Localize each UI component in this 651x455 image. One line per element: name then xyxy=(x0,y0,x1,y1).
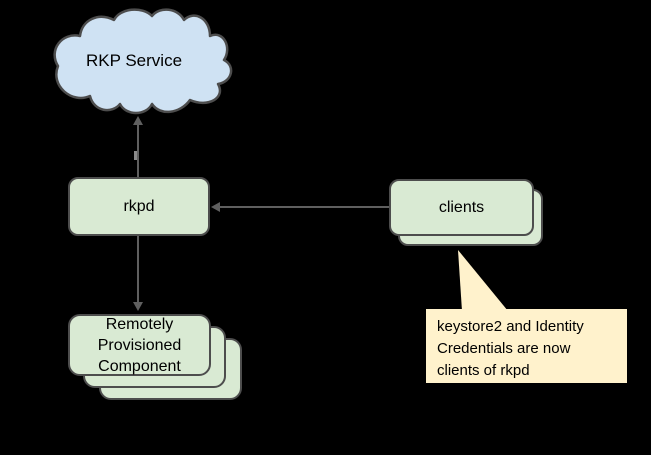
node-label-rpc-line1: Remotely xyxy=(105,315,174,333)
arrowhead-up-icon xyxy=(133,116,143,125)
callout-text-line1: keystore2 and Identity xyxy=(437,318,584,335)
callout-text-line3: clients of rkpd xyxy=(437,362,530,379)
connector-rkpd-to-rkp-service xyxy=(137,119,139,177)
callout-text-line2: Credentials are now xyxy=(437,340,571,357)
node-rkp-service: RKP Service xyxy=(48,8,233,118)
connector-rkpd-to-rpc xyxy=(137,236,139,303)
node-rkpd: rkpd xyxy=(68,177,210,236)
connector-midpoint-tick xyxy=(134,151,137,160)
callout-tail xyxy=(458,250,508,311)
arrowhead-down-icon xyxy=(133,302,143,311)
node-remotely-provisioned-component: Remotely Provisioned Component xyxy=(68,314,211,376)
callout-note: keystore2 and Identity Credentials are n… xyxy=(426,309,627,383)
node-clients: clients xyxy=(389,179,534,236)
node-label-rpc-line2: Provisioned xyxy=(97,336,182,354)
node-label-rpc-line3: Component xyxy=(98,357,181,375)
cloud-shape-icon xyxy=(53,8,233,115)
node-label-clients: clients xyxy=(438,198,485,216)
arrowhead-left-icon xyxy=(211,202,220,212)
node-label-rkp-service: RKP Service xyxy=(85,51,183,70)
node-label-rkpd: rkpd xyxy=(123,197,155,215)
connector-clients-to-rkpd xyxy=(219,206,389,208)
